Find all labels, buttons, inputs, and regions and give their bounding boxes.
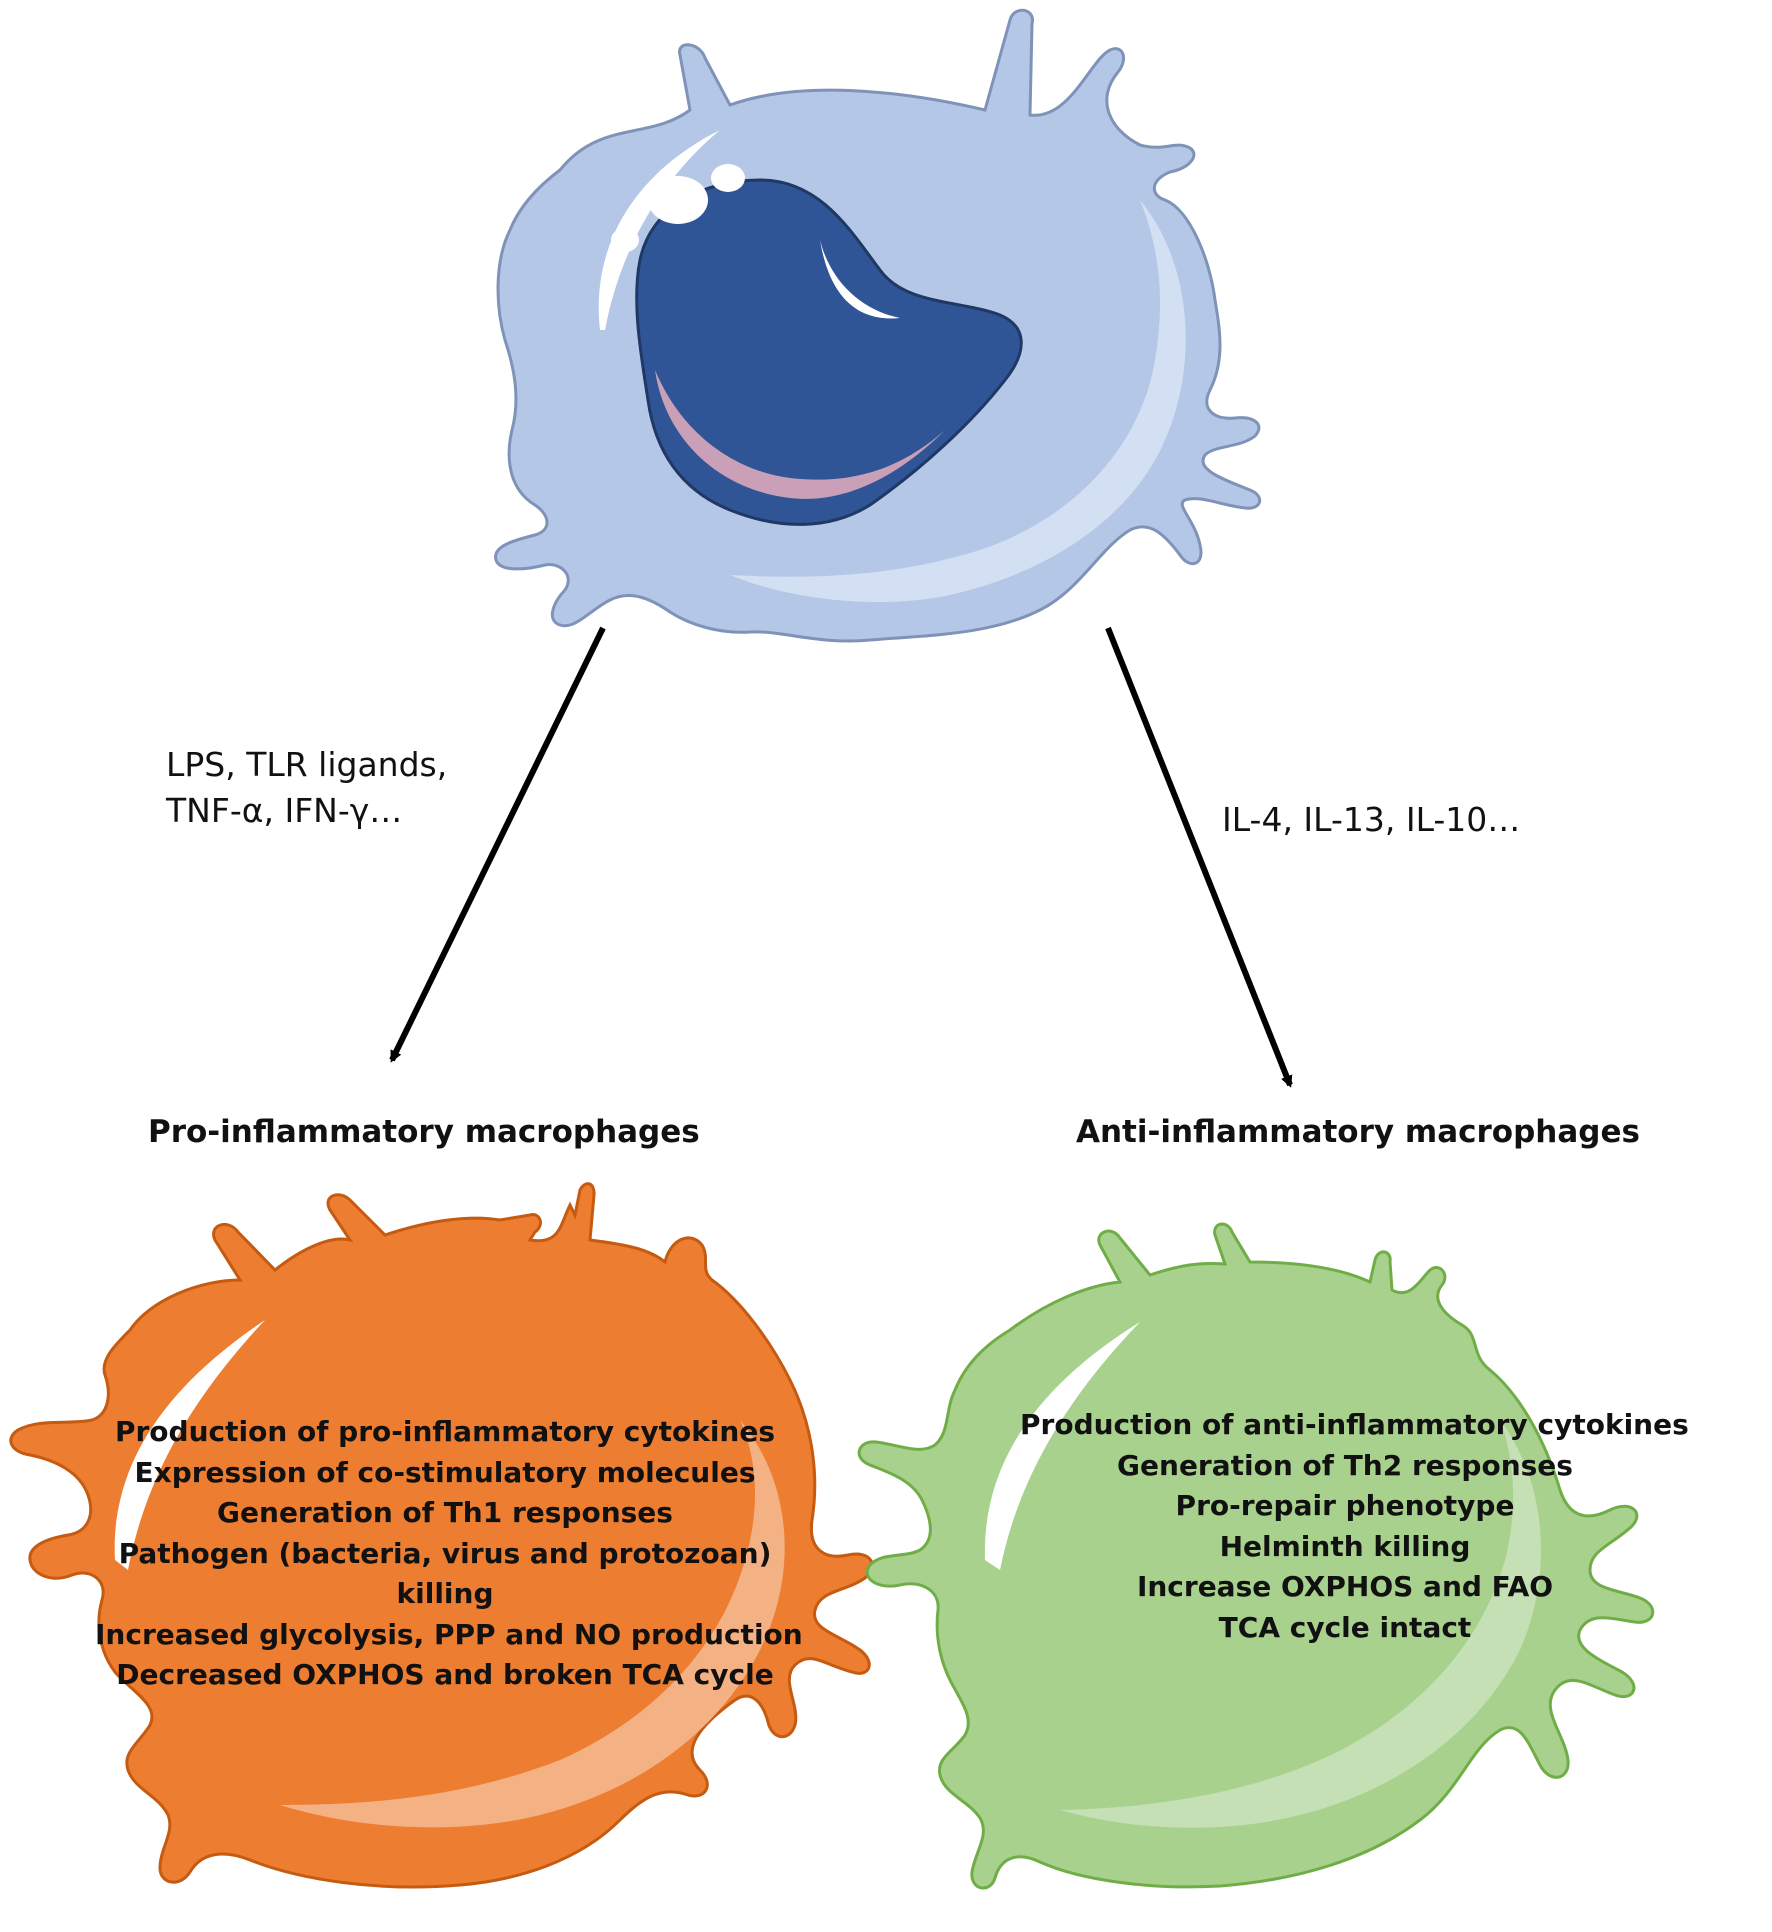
naive-cell-shine-right (730, 200, 1186, 603)
naive-macrophage-cell (494, 8, 1261, 643)
pro-cell-shine-right (280, 1420, 785, 1828)
nucleolus (655, 370, 945, 499)
pro-property-item: Expression of co-stimulatory molecules (134, 1455, 756, 1489)
pro-cell-highlight (114, 1320, 265, 1570)
anti-property-item: Generation of Th2 responses (1117, 1448, 1573, 1482)
pro-property-item: Decreased OXPHOS and broken TCA cycle (116, 1658, 774, 1691)
pro-stimuli-label: LPS, TLR ligands, TNF-α, IFN-γ… (166, 742, 447, 834)
pro-property-item: Production of pro-inflammatory cytokines (114, 1415, 776, 1448)
pro-properties-list: Production of pro-inflammatory cytokines… (95, 1412, 803, 1696)
anti-stimuli-label: IL-4, IL-13, IL-10… (1222, 800, 1521, 839)
nucleus (635, 178, 1023, 526)
anti-property-item: Increase OXPHOS and FAO (1136, 1570, 1554, 1603)
anti-property-item: Helminth killing (1219, 1529, 1471, 1563)
vesicle (648, 176, 708, 224)
pro-property-item: Pathogen (bacteria, virus and protozoan) (118, 1536, 772, 1570)
anti-cell-highlight (984, 1322, 1140, 1570)
anti-properties-list: Production of anti-inflammatory cytokine… (1020, 1405, 1689, 1648)
pro-stimuli-line: LPS, TLR ligands, (166, 745, 448, 784)
pro-stimuli-line: TNF-α, IFN-γ… (166, 791, 403, 830)
pro-inflammatory-cell (9, 1182, 874, 1889)
anti-property-item: TCA cycle intact (1218, 1610, 1472, 1644)
pro-property-item: Generation of Th1 responses (217, 1496, 673, 1529)
vesicle (611, 228, 639, 252)
nucleus-highlight (820, 240, 900, 319)
pro-property-item: killing (396, 1577, 494, 1610)
arrow-to-pro (389, 626, 606, 1063)
anti-property-item: Production of anti-inflammatory cytokine… (1020, 1408, 1689, 1441)
anti-phenotype-title: Anti-inflammatory macrophages (1076, 1114, 1640, 1150)
pro-phenotype-title: Pro-inflammatory macrophages (148, 1114, 700, 1150)
anti-inflammatory-cell (857, 1222, 1654, 1890)
anti-cell-shine-right (1060, 1420, 1542, 1828)
pro-property-item: Increased glycolysis, PPP and NO product… (95, 1617, 803, 1651)
arrow-to-anti (1105, 626, 1293, 1088)
anti-property-item: Pro-repair phenotype (1175, 1489, 1515, 1522)
vesicle (711, 164, 745, 192)
